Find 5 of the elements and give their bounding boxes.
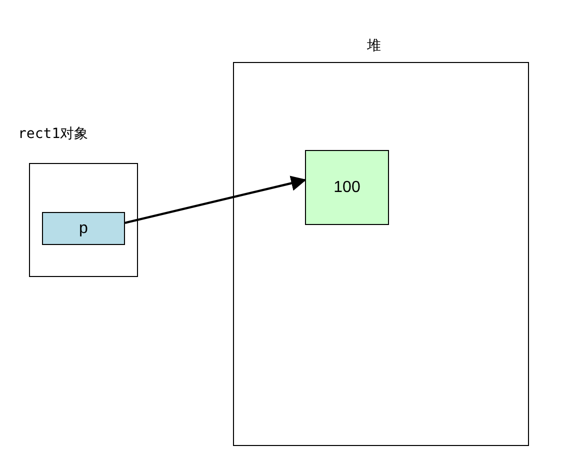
value-box: p [42,212,125,245]
value-box: 100 [305,150,389,225]
box-heading: rect1对象 [18,126,88,142]
arrow [124,176,306,224]
box-heading: 堆 [367,38,381,54]
